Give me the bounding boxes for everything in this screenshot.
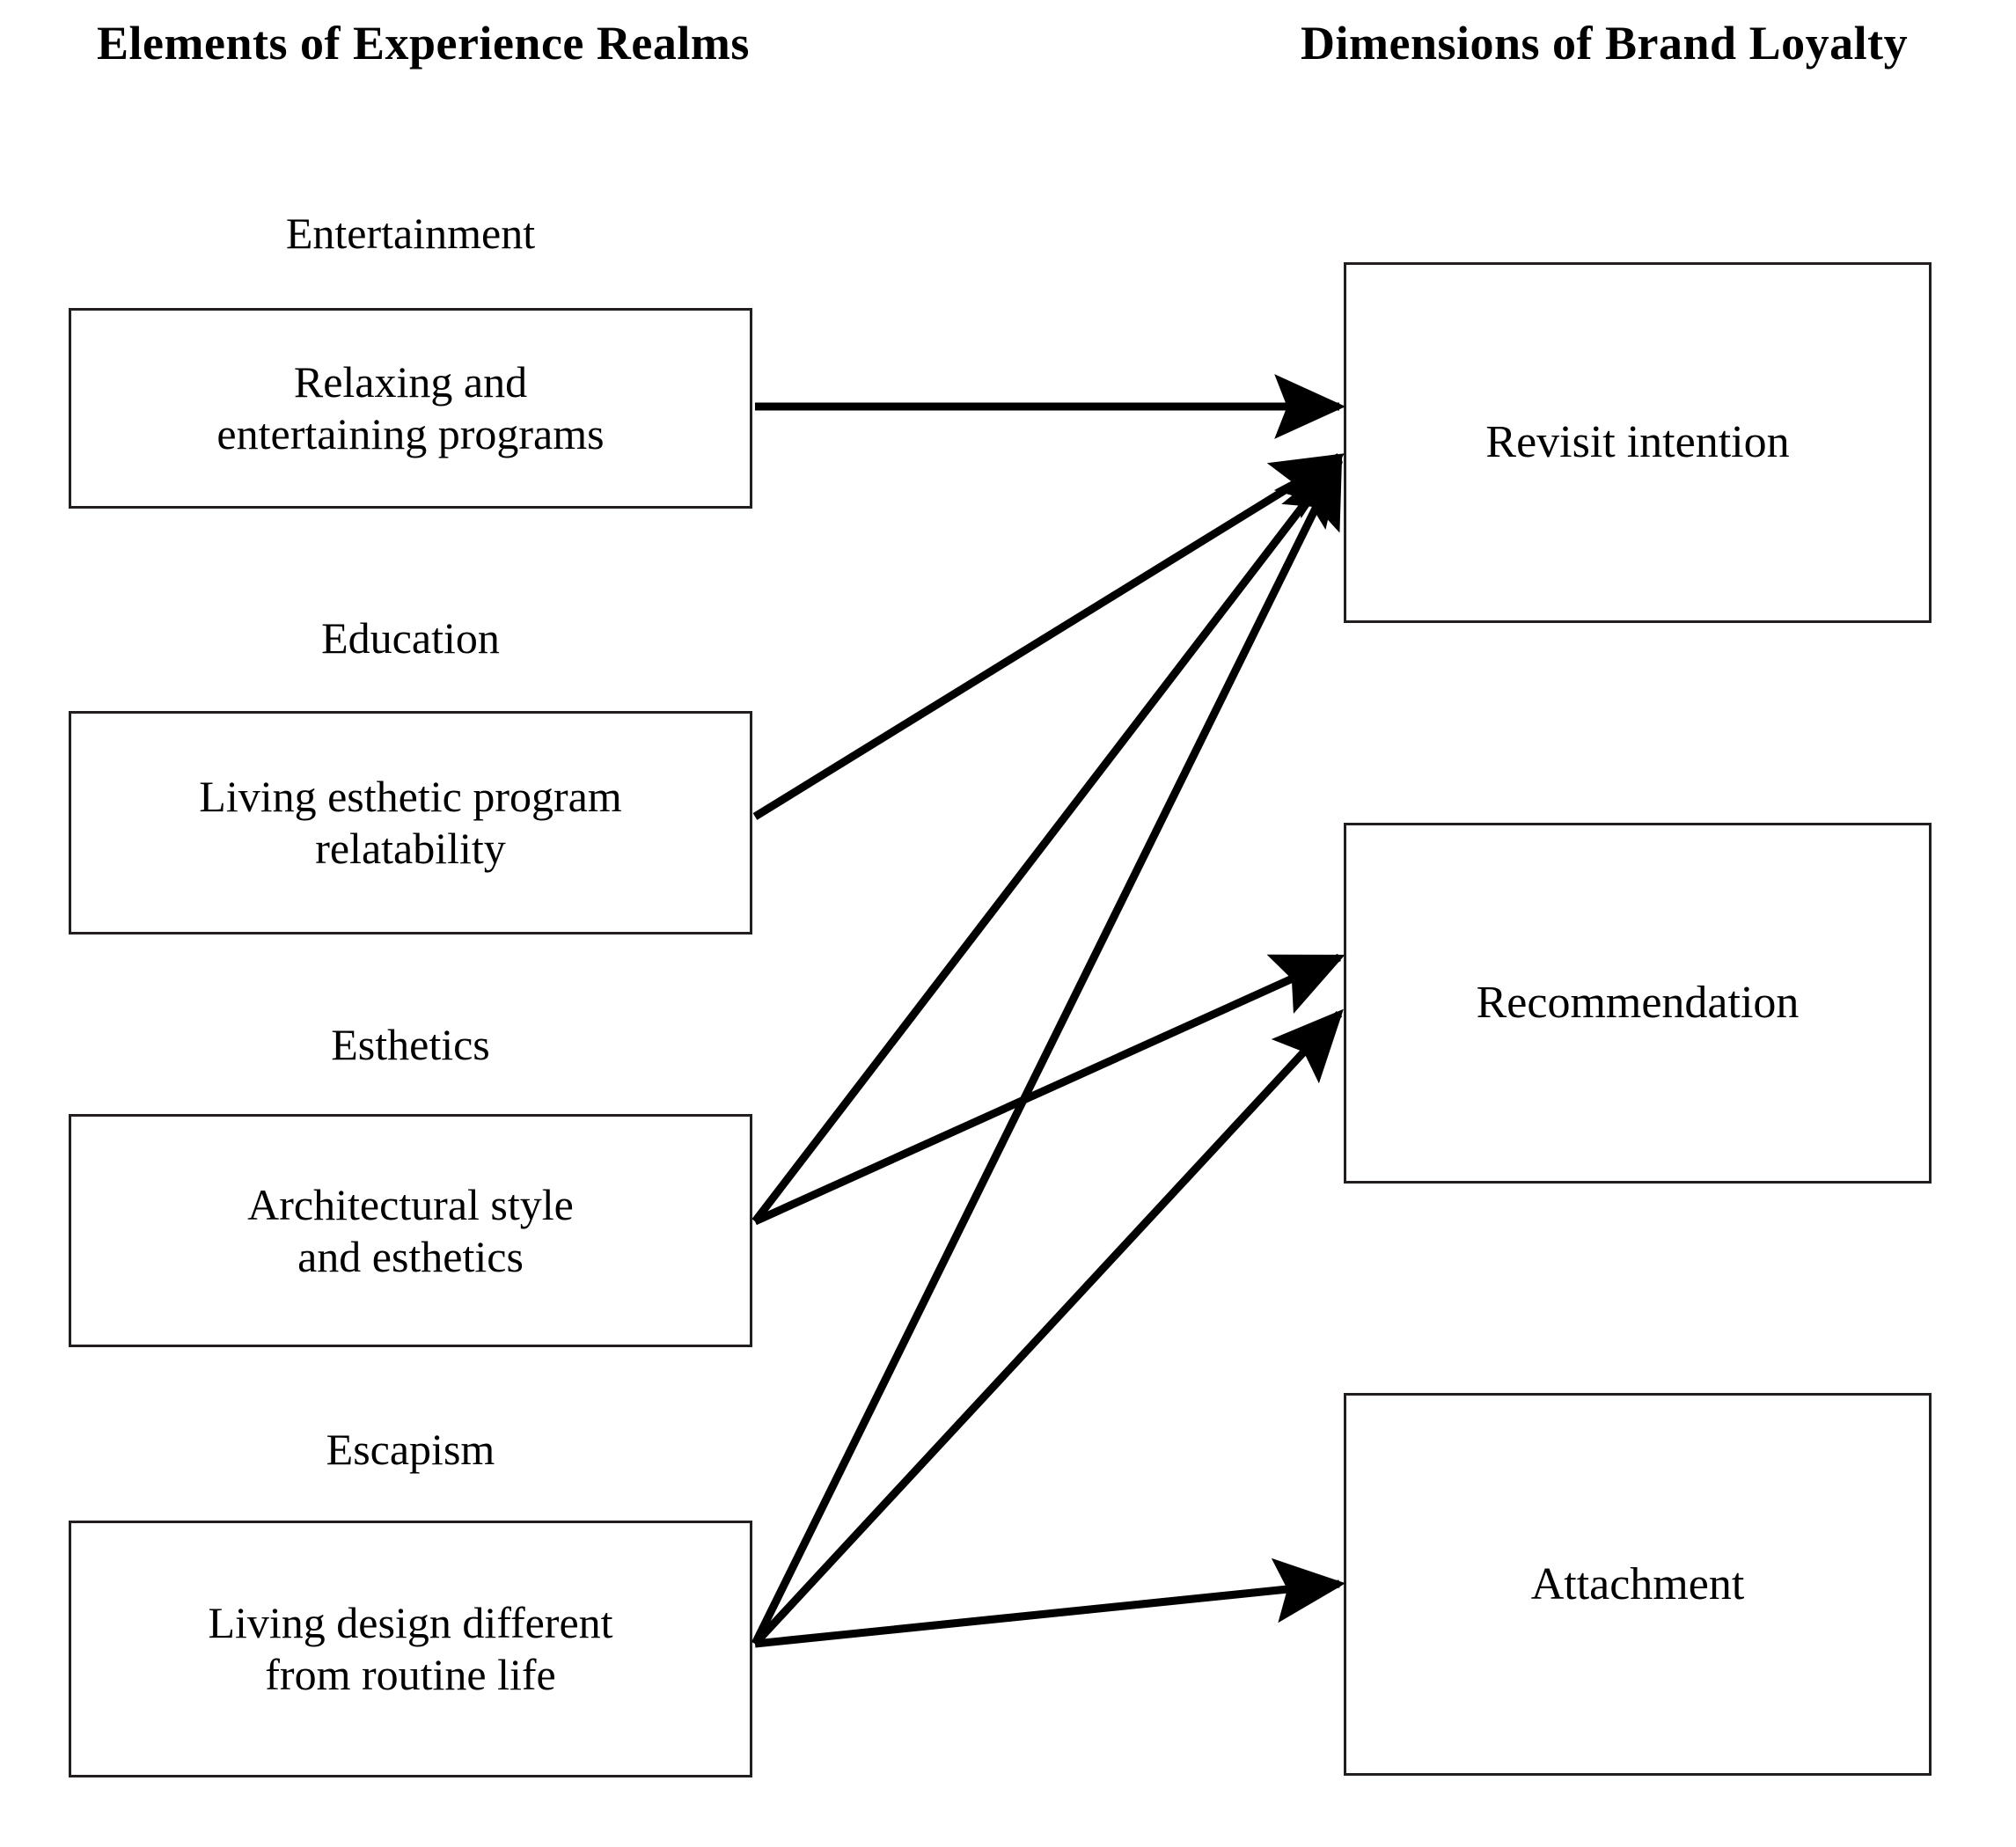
node-text-revisit-intention: Revisit intention	[1485, 417, 1790, 468]
node-box-escapism[interactable]: Living design different from routine lif…	[69, 1521, 752, 1777]
node-box-esthetics[interactable]: Architectural style and esthetics	[69, 1114, 752, 1347]
realm-label-escapism: Escapism	[326, 1425, 495, 1474]
node-text-attachment: Attachment	[1530, 1558, 1745, 1609]
realm-label-education: Education	[321, 613, 500, 663]
node-text-education: Living esthetic program relatability	[199, 772, 622, 873]
arrow-education-to-revisit-intention	[752, 453, 1345, 820]
column-header-left: Elements of Experience Realms	[97, 17, 750, 70]
arrow-esthetics-to-recommendation	[753, 953, 1345, 1226]
node-box-revisit-intention[interactable]: Revisit intention	[1344, 262, 1932, 623]
node-text-recommendation: Recommendation	[1476, 978, 1800, 1029]
column-header-right: Dimensions of Brand Loyalty	[1301, 17, 1909, 70]
node-text-esthetics: Architectural style and esthetics	[247, 1179, 574, 1281]
node-box-education[interactable]: Living esthetic program relatability	[69, 711, 752, 934]
realm-label-esthetics: Esthetics	[331, 1020, 490, 1069]
arrow-escapism-to-revisit-intention	[751, 454, 1344, 1645]
arrow-escapism-to-attachment	[754, 1557, 1346, 1648]
node-box-attachment[interactable]: Attachment	[1344, 1393, 1932, 1776]
node-text-entertainment: Relaxing and entertaining programs	[216, 357, 605, 458]
arrow-esthetics-to-revisit-intention	[751, 453, 1344, 1224]
node-box-entertainment[interactable]: Relaxing and entertaining programs	[69, 308, 752, 509]
node-text-escapism: Living design different from routine lif…	[208, 1598, 613, 1699]
arrow-escapism-to-recommendation	[751, 1008, 1344, 1647]
node-box-recommendation[interactable]: Recommendation	[1344, 823, 1932, 1184]
realm-label-entertainment: Entertainment	[285, 209, 536, 258]
